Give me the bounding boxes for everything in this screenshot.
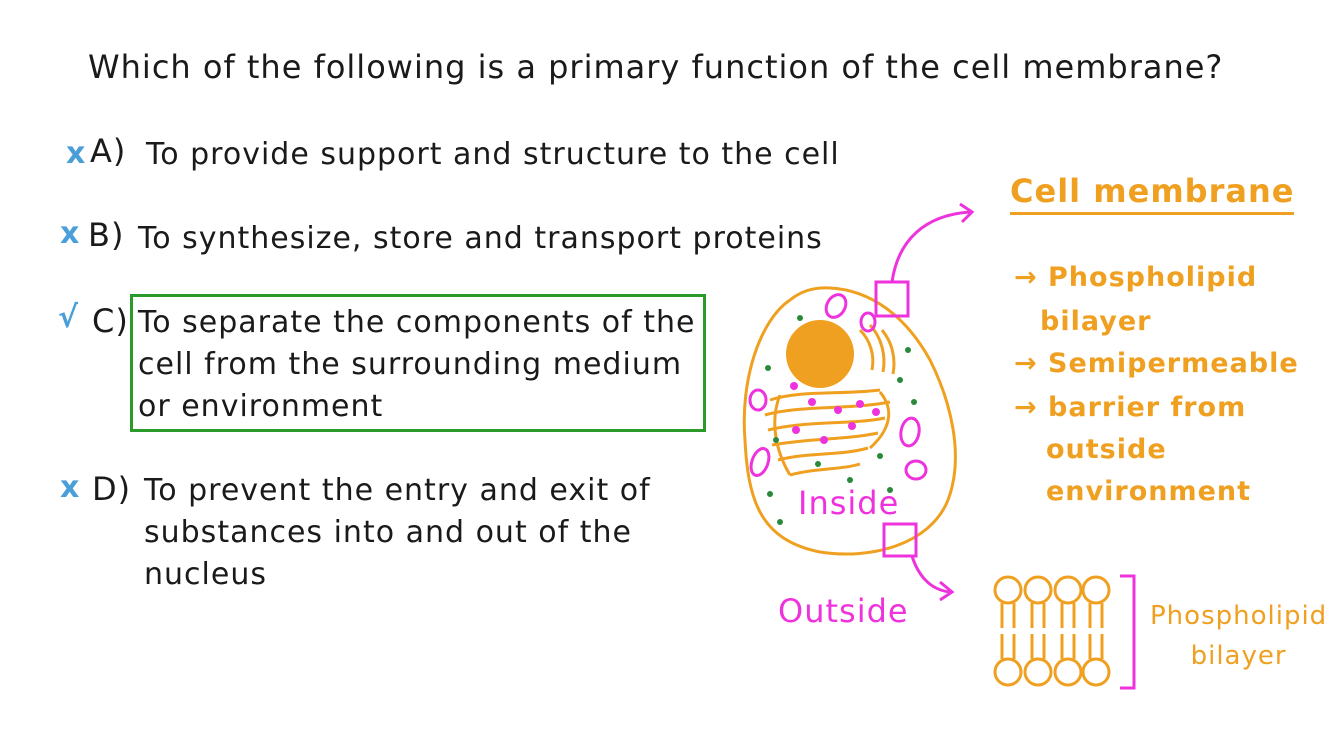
option-a-text: To provide support and structure to the … (146, 137, 840, 172)
cell-membrane-title: Cell membrane (1010, 172, 1295, 215)
bullet-3-cont-2: environment (1046, 476, 1252, 507)
arrow-to-title (890, 210, 971, 283)
option-c-line-2: cell from the surrounding medium (138, 347, 683, 382)
inside-label: Inside (798, 484, 900, 522)
question-text: Which of the following is a primary func… (88, 48, 1224, 86)
option-d-letter: D) (92, 470, 132, 508)
bullet-1: → Phospholipid (1014, 262, 1258, 293)
mitochondria (748, 293, 928, 481)
option-a-letter: A) (90, 132, 127, 170)
arrow-to-bilayer (910, 555, 951, 594)
option-d-text: To prevent the entry and exit of substan… (144, 470, 651, 596)
golgi-apparatus (858, 323, 896, 375)
bilayer-label-line-2: bilayer (1190, 641, 1287, 671)
option-d-line-2: substances into and out of the (144, 515, 632, 550)
bilayer-label: Phospholipid bilayer (1150, 596, 1327, 676)
bullet-2: → Semipermeable (1014, 348, 1299, 379)
option-d-line-3: nucleus (144, 557, 267, 592)
phospholipid-bilayer (993, 575, 1111, 687)
nucleus (786, 320, 854, 388)
option-c-letter: C) (92, 302, 129, 340)
cell-membrane-outline (742, 286, 957, 556)
vesicles (790, 382, 880, 444)
option-d-line-1: To prevent the entry and exit of (144, 473, 651, 508)
cytoplasm-dots (765, 315, 917, 525)
wrong-mark-a: x (66, 136, 86, 171)
wrong-mark-b: x (60, 216, 80, 251)
check-mark-c: √ (58, 300, 79, 335)
zoom-box-bottom (882, 522, 918, 558)
bilayer-bracket (1120, 574, 1136, 690)
option-c-line-1: To separate the components of the (138, 305, 696, 340)
wrong-mark-d: x (60, 470, 80, 505)
bilayer-label-line-1: Phospholipid (1150, 601, 1328, 631)
option-c-line-3: or environment (138, 389, 384, 424)
outside-label: Outside (778, 592, 909, 630)
bullet-3: → barrier from (1014, 392, 1247, 423)
correct-answer-box (130, 294, 706, 432)
option-b-letter: B) (88, 216, 125, 254)
bullet-3-cont-1: outside (1046, 434, 1167, 465)
endoplasmic-reticulum (764, 388, 891, 477)
bullet-1-cont: bilayer (1040, 306, 1152, 337)
option-c-text: To separate the components of the cell f… (138, 302, 695, 428)
option-b-text: To synthesize, store and transport prote… (138, 221, 823, 256)
